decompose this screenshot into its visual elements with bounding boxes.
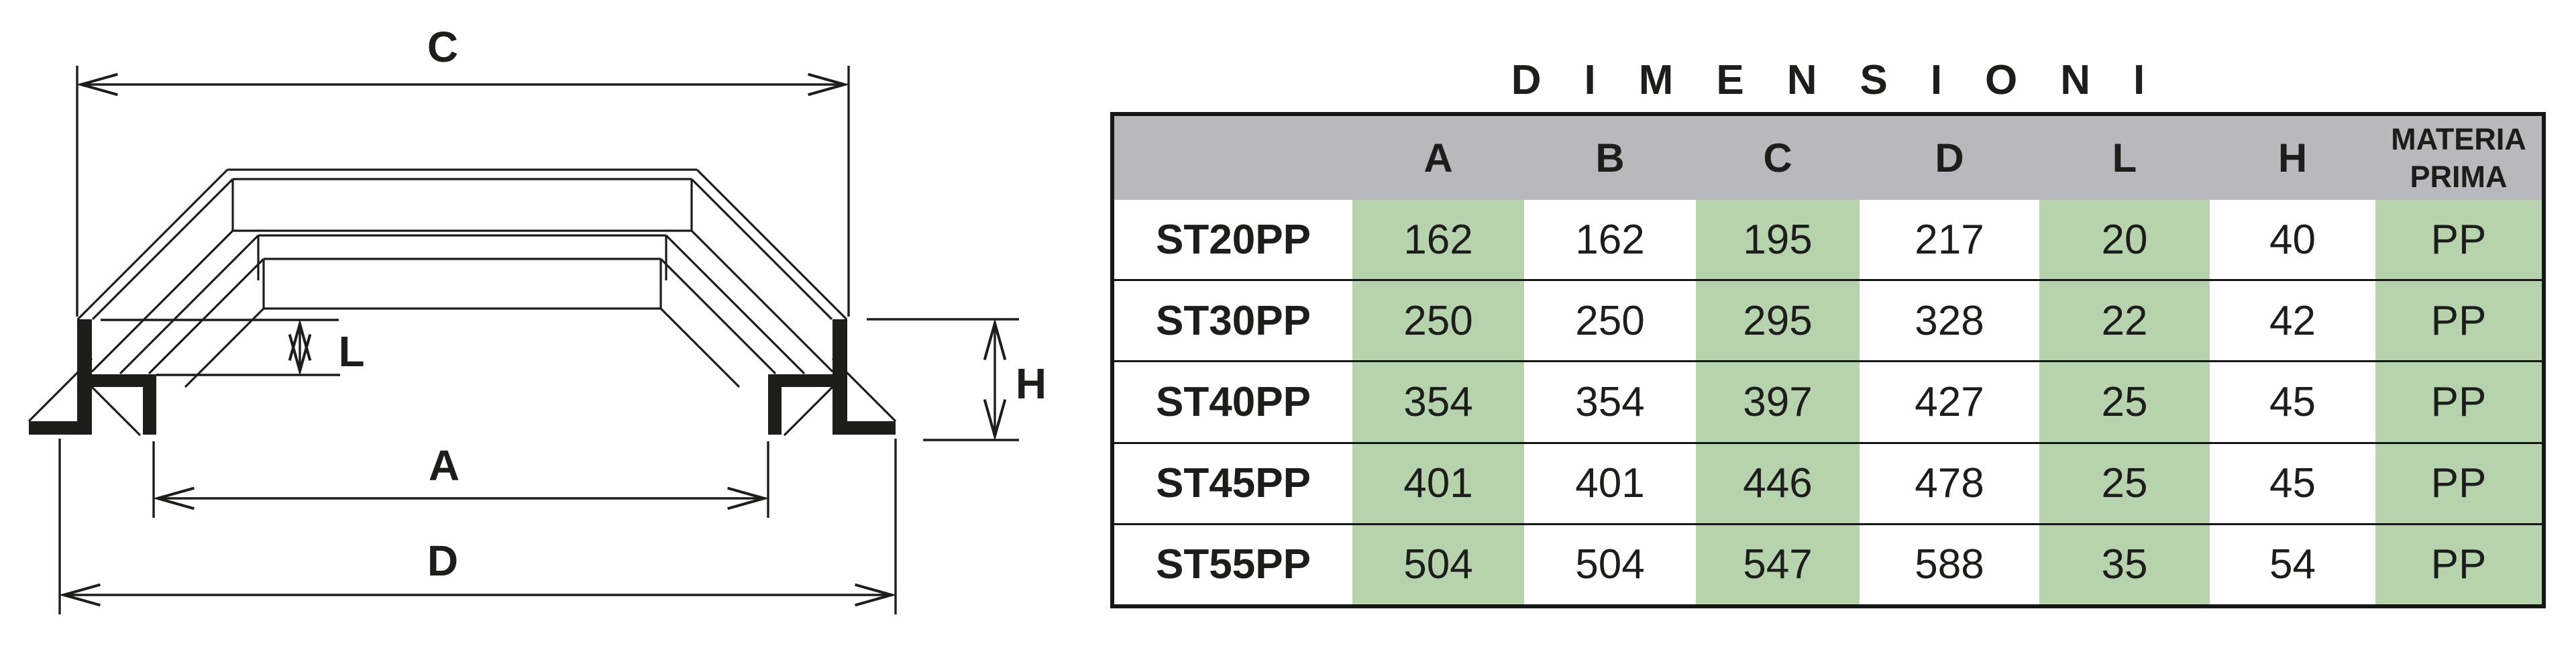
dim-label-h: H <box>1016 360 1046 408</box>
value-d: 328 <box>1915 297 1984 344</box>
value-c: 195 <box>1696 200 1860 280</box>
model-cell: ST40PP <box>1156 379 1311 425</box>
value-l: 25 <box>2039 362 2210 442</box>
model-cell: ST30PP <box>1156 297 1311 344</box>
value-l: 20 <box>2039 200 2210 280</box>
header-col-c: C <box>1763 135 1792 180</box>
value-c: 397 <box>1696 362 1860 442</box>
value-d: 478 <box>1915 460 1984 507</box>
value-b: 354 <box>1575 379 1645 425</box>
value-b: 401 <box>1575 460 1645 507</box>
value-c: 547 <box>1696 525 1860 605</box>
header-col-materia-prima: MATERIA PRIMA <box>2375 116 2542 200</box>
table-row: ST45PP 401 401 446 478 25 45 PP <box>1114 441 2542 523</box>
value-l: 25 <box>2039 443 2210 523</box>
value-materia: PP <box>2375 362 2542 442</box>
value-a: 250 <box>1352 281 1524 361</box>
value-a: 354 <box>1352 362 1524 442</box>
table-row: ST40PP 354 354 397 427 25 45 PP <box>1114 360 2542 442</box>
materia-line-1: MATERIA <box>2391 121 2526 156</box>
model-cell: ST45PP <box>1156 460 1311 507</box>
value-l: 35 <box>2039 525 2210 605</box>
profile-outer-band <box>76 168 848 373</box>
dimension-a: A <box>152 441 769 518</box>
value-a: 504 <box>1352 525 1524 605</box>
header-empty-cell <box>1114 116 1352 200</box>
dim-label-a: A <box>429 441 460 490</box>
value-materia: PP <box>2375 281 2542 361</box>
dim-label-c: C <box>427 23 458 71</box>
header-col-a: A <box>1424 135 1453 180</box>
value-c: 295 <box>1696 281 1860 361</box>
value-d: 217 <box>1915 216 1984 263</box>
table-title: DIMENSIONI <box>1511 57 2188 103</box>
value-materia: PP <box>2375 525 2542 605</box>
value-a: 401 <box>1352 443 1524 523</box>
table-row: ST30PP 250 250 295 328 22 42 PP <box>1114 279 2542 361</box>
header-col-h: H <box>2277 135 2308 180</box>
right-foot-section <box>768 319 896 435</box>
left-foot-section <box>29 319 156 435</box>
value-h: 45 <box>2269 379 2316 425</box>
value-b: 250 <box>1575 297 1645 344</box>
model-cell: ST20PP <box>1156 216 1311 263</box>
value-materia: PP <box>2375 200 2542 280</box>
model-cell: ST55PP <box>1156 541 1311 588</box>
header-col-b: B <box>1595 135 1625 180</box>
profile-inner-band <box>119 234 806 388</box>
header-col-d: D <box>1935 135 1964 180</box>
value-h: 40 <box>2269 216 2316 263</box>
dimension-d: D <box>58 439 897 614</box>
header-col-l: L <box>2112 135 2137 180</box>
value-d: 427 <box>1915 379 1984 425</box>
table-row: ST20PP 162 162 195 217 20 40 PP <box>1114 200 2542 280</box>
value-d: 588 <box>1915 541 1984 588</box>
dimension-h: H <box>867 318 1046 441</box>
dim-label-d: D <box>427 537 458 585</box>
value-h: 42 <box>2269 297 2316 344</box>
dim-label-l: L <box>338 327 364 376</box>
dimension-l: L <box>101 319 365 376</box>
value-b: 162 <box>1575 216 1645 263</box>
foot-edge-lines <box>28 357 897 437</box>
profile-drawing: C L A D H <box>28 23 1046 614</box>
dimension-c: C <box>76 23 850 317</box>
table-row: ST55PP 504 504 547 588 35 54 PP <box>1114 522 2542 605</box>
value-h: 54 <box>2269 541 2316 588</box>
value-b: 504 <box>1575 541 1645 588</box>
materia-line-2: PRIMA <box>2410 159 2508 194</box>
value-l: 22 <box>2039 281 2210 361</box>
dimensions-table: A B C D L H MATERIA PRIMA ST20PP 162 162… <box>1110 112 2546 608</box>
value-c: 446 <box>1696 443 1860 523</box>
value-h: 45 <box>2269 460 2316 507</box>
table-header-row: A B C D L H MATERIA PRIMA <box>1114 116 2542 200</box>
value-a: 162 <box>1352 200 1524 280</box>
value-materia: PP <box>2375 443 2542 523</box>
